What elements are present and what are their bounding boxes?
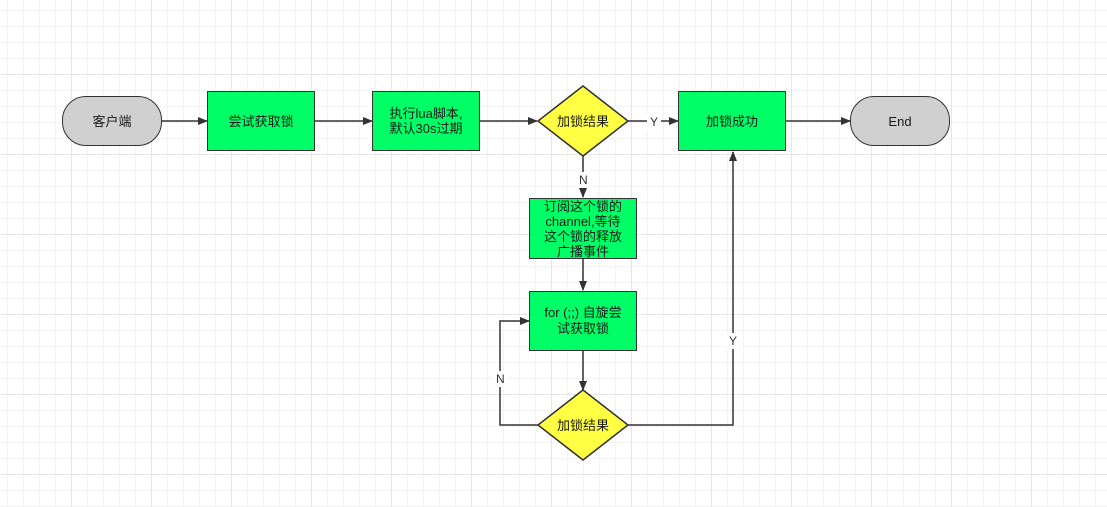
node-result-2-label: 加锁结果 [556,417,609,433]
node-spin: for (;;) 自旋尝 试获取锁 [529,291,637,351]
decision-result-1 [536,85,630,157]
node-lock-success-label: 加锁成功 [705,113,758,129]
node-end-label: End [888,113,912,129]
node-lock-success: 加锁成功 [678,91,786,151]
node-exec-lua-label: 执行lua脚本, 默认30s过期 [389,106,463,136]
edge-label-n1: N [579,173,588,187]
edge-label-y2: Y [729,334,738,348]
node-try-lock-label: 尝试获取锁 [228,113,294,129]
edge-label-n2: N [496,372,505,386]
node-subscribe-label: 订阅这个锁的 channel,等待 这个锁的释放 广播事件 [543,198,622,259]
node-result-1: 加锁结果 [538,86,628,156]
node-try-lock: 尝试获取锁 [207,91,315,151]
node-client: 客户端 [62,96,162,146]
node-subscribe: 订阅这个锁的 channel,等待 这个锁的释放 广播事件 [529,198,637,259]
node-spin-label: for (;;) 自旋尝 试获取锁 [544,305,622,336]
node-exec-lua: 执行lua脚本, 默认30s过期 [372,91,480,151]
node-client-label: 客户端 [92,113,132,129]
decision-result-2 [536,389,630,461]
node-result-2: 加锁结果 [538,390,628,460]
node-end: End [850,96,950,146]
edge-result2-to-success [627,151,737,426]
edge-label-y1: Y [650,115,659,129]
node-result-1-label: 加锁结果 [556,113,609,129]
